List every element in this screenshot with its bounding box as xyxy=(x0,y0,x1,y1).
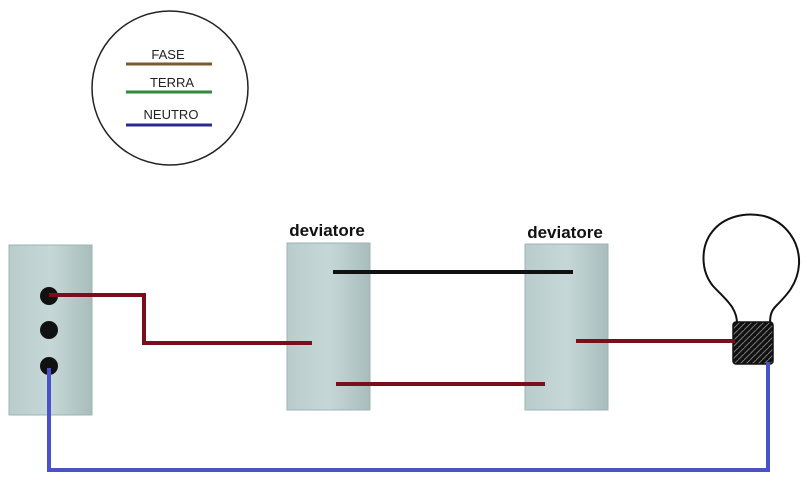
switch-2-label: deviatore xyxy=(527,223,603,242)
bulb-socket xyxy=(732,321,774,365)
switch-1: deviatore xyxy=(286,221,371,411)
bulb-glass xyxy=(702,213,801,327)
socket-hole-earth xyxy=(40,321,58,339)
phase-wire-socket-to-switch1 xyxy=(49,293,312,345)
legend-label-neutro: NEUTRO xyxy=(144,107,199,122)
legend-label-fase: FASE xyxy=(151,47,185,62)
light-bulb-icon xyxy=(702,213,801,365)
switch-1-label: deviatore xyxy=(289,221,365,240)
socket-hole-neutral xyxy=(40,357,58,375)
neutral-wire xyxy=(47,362,770,472)
legend-label-terra: TERRA xyxy=(150,75,194,90)
wires xyxy=(47,270,770,472)
switch-2: deviatore xyxy=(524,223,609,411)
wire-color-legend: FASE TERRA NEUTRO xyxy=(91,10,249,166)
